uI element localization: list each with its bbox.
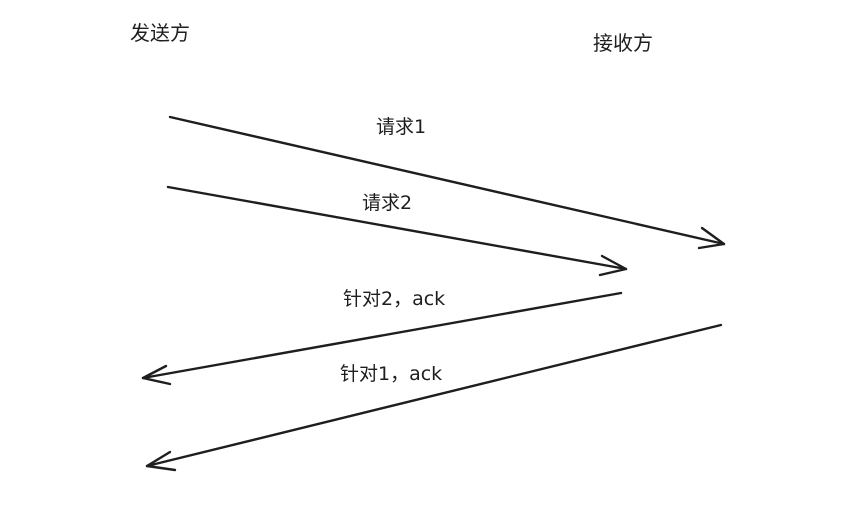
request-1-label: 请求1 xyxy=(376,116,426,138)
arrow-request-1-head xyxy=(697,226,726,250)
ack-2-label: 针对2，ack xyxy=(343,288,445,310)
arrow-ack-1-head xyxy=(145,450,177,472)
arrow-ack-2-head xyxy=(141,364,172,386)
arrow-request-1-shaft xyxy=(168,115,726,246)
message-ack-2: 针对2，ack xyxy=(141,288,623,386)
arrow-ack-2-shaft xyxy=(141,291,623,380)
arrow-request-2-shaft xyxy=(166,185,628,271)
receiver-label: 接收方 xyxy=(593,31,653,55)
sender-label: 发送方 xyxy=(130,21,190,45)
request-2-label: 请求2 xyxy=(362,192,412,214)
message-request-1: 请求1 xyxy=(168,115,726,250)
arrow-request-2-head xyxy=(598,254,628,277)
ack-1-label: 针对1，ack xyxy=(340,363,442,385)
arrow-ack-1-shaft xyxy=(145,323,723,468)
message-request-2: 请求2 xyxy=(166,185,628,277)
message-ack-1: 针对1，ack xyxy=(145,323,723,472)
